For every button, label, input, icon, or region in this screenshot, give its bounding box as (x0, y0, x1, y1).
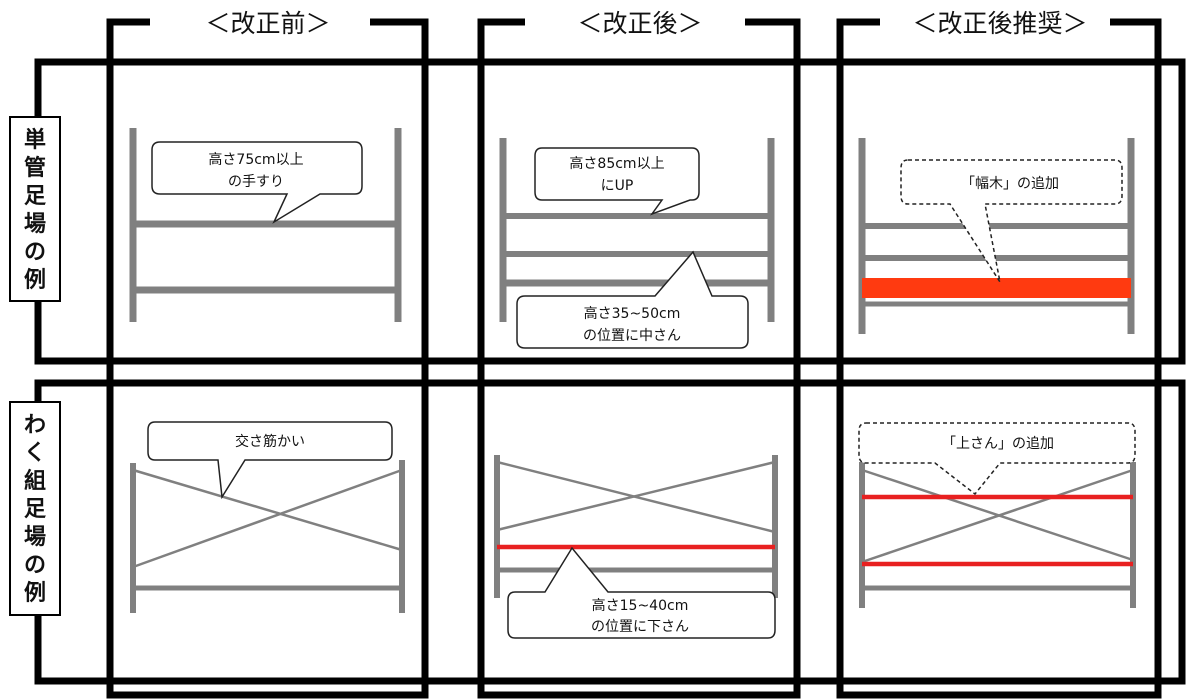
row-label-frame-scaffold: わ く 組 足 場 の 例 (24, 413, 46, 606)
svg-text:足: 足 (24, 497, 46, 522)
svg-text:場: 場 (24, 525, 46, 550)
svg-text:場: 場 (24, 212, 46, 237)
svg-text:例: 例 (24, 268, 46, 293)
column-header-recommended: ＜改正後推奨＞ (912, 9, 1087, 38)
svg-text:管: 管 (24, 155, 46, 181)
svg-text:例: 例 (24, 581, 46, 606)
callout-15-40cm (507, 546, 776, 639)
svg-text:交さ筋かい: 交さ筋かい (235, 433, 305, 450)
frame-scaffold-before: 交さ筋かい (130, 421, 405, 613)
svg-text:わ: わ (24, 413, 46, 438)
svg-text:の: の (24, 553, 46, 578)
callout-85cm (534, 147, 700, 216)
single-pipe-after: 高さ85cm以上 にUP 高さ35~50cm の位置に中さん (499, 138, 775, 349)
row-label-single-pipe: 単 管 足 場 の 例 (24, 127, 46, 293)
single-pipe-recommended: 「幅木」の追加 (858, 138, 1135, 334)
cross-brace-b (132, 468, 403, 569)
frame-scaffold-recommended: 「上さん」の追加 (858, 422, 1136, 608)
svg-text:の: の (24, 240, 46, 265)
row-label-box-frame-scaffold (9, 401, 61, 616)
svg-text:にUP: にUP (601, 178, 634, 194)
column-header-before: ＜改正前＞ (205, 9, 330, 38)
frame-scaffold-after: 高さ15~40cm の位置に下さん (494, 455, 778, 639)
svg-text:の手すり: の手すり (228, 174, 284, 190)
cross-brace-b (496, 460, 776, 532)
svg-text:足: 足 (24, 184, 46, 209)
callout-35-50cm (516, 250, 749, 349)
column-frame-recommended (836, 18, 1162, 699)
single-pipe-before: 高さ75cm以上 の手すり (129, 128, 402, 322)
svg-text:く: く (24, 441, 46, 466)
toe-board (862, 278, 1131, 298)
svg-text:高さ75cm以上: 高さ75cm以上 (208, 151, 303, 168)
svg-text:組: 組 (24, 468, 46, 494)
callout-cross-brace (147, 421, 393, 500)
svg-text:「上さん」の追加: 「上さん」の追加 (942, 436, 1054, 452)
callout-toe-board (900, 159, 1123, 283)
svg-text:「幅木」の追加: 「幅木」の追加 (961, 176, 1059, 192)
svg-text:の位置に下さん: の位置に下さん (591, 619, 689, 635)
svg-text:高さ15~40cm: 高さ15~40cm (592, 597, 689, 614)
callout-75cm (151, 141, 363, 224)
column-frame-before (106, 18, 429, 699)
row-label-box-single-pipe (9, 116, 61, 302)
svg-text:高さ35~50cm: 高さ35~50cm (584, 305, 681, 322)
svg-text:高さ85cm以上: 高さ85cm以上 (569, 155, 664, 172)
cross-brace-a (132, 468, 403, 552)
column-header-after: ＜改正後＞ (577, 9, 702, 38)
svg-text:の位置に中さん: の位置に中さん (583, 328, 681, 344)
callout-top-rail (858, 422, 1136, 496)
svg-text:単: 単 (24, 127, 46, 153)
cross-brace-b (861, 468, 1134, 564)
column-frame-after (477, 18, 801, 699)
